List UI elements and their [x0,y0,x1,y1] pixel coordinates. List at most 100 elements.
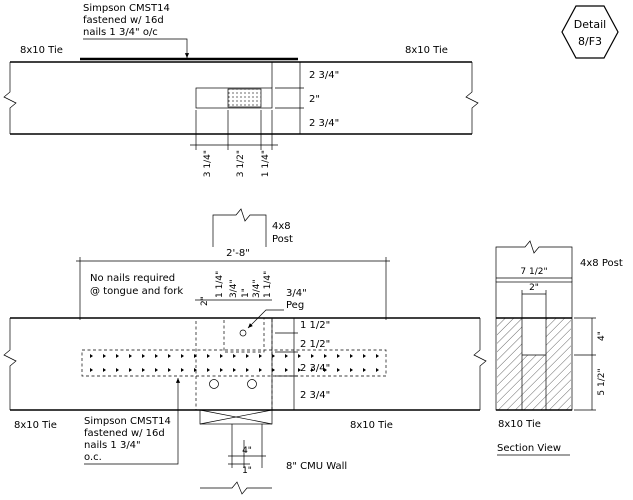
plan-post-break [212,208,267,247]
plan-wall-label: 8" CMU Wall [286,461,347,472]
strap-nail-mark [194,368,197,372]
plan-post-label-l2: Post [272,234,293,245]
strap-nail-mark [324,368,327,372]
top-strap-note-l1: Simpson CMST14 [83,3,170,14]
plan-no-nails-l1: No nails required [90,273,175,284]
strap-nail-mark [116,354,119,358]
plan-right-dim-4: 2 3/4" [300,390,330,401]
top-break-right [465,62,479,134]
plan-no-nails-l2: @ tongue and fork [90,286,183,297]
top-dim-v1: 2 3/4" [309,70,339,81]
top-dim-h2: 3 1/2" [236,150,246,177]
strap-nail-mark [168,368,171,372]
plan-strap-nails [90,354,379,372]
top-peg [227,88,262,108]
plan-strap-note-l4: o.c. [84,452,102,463]
strap-nail-mark [285,368,288,372]
strap-nail-mark [142,354,145,358]
plan-peg-label-l2: Peg [286,300,304,311]
plan-cmu-block [199,409,273,425]
plan-tie-right-label: 8x10 Tie [350,420,393,431]
section-view: 4x8 Post 7 1/2" 2" 4" 5 1/2" 8x10 Tie Se… [495,240,623,456]
strap-nail-mark [181,354,184,358]
top-dim-v3: 2 3/4" [309,118,339,129]
plan-strap-leader [84,378,181,465]
plan-right-dim-3: 2 3/4" [300,363,330,374]
plan-overall-dim: 2'-8" [226,248,250,259]
section-hatch-right [546,318,571,410]
top-strap-note-l2: fastened w/ 16d [83,15,164,26]
plan-peg-right [247,379,257,389]
plan-top-dim-5: 3/4" [252,279,262,298]
top-dim-h1: 3 1/4" [203,150,213,177]
top-break-left [3,62,17,134]
top-dim-v2: 2" [309,94,320,105]
strap-nail-mark [207,368,210,372]
strap-nail-mark [350,354,353,358]
strap-nail-mark [298,354,301,358]
strap-nail-mark [220,368,223,372]
strap-nail-mark [220,354,223,358]
strap-nail-mark [337,354,340,358]
section-hatch-left [497,318,522,410]
plan-view: 4x8 Post 2'-8" No nails required @ tongu… [3,208,487,495]
plan-strap-note-l1: Simpson CMST14 [84,416,171,427]
strap-nail-mark [129,354,132,358]
plan-peg-small [239,329,247,337]
strap-nail-mark [233,354,236,358]
strap-nail-mark [272,368,275,372]
strap-nail-mark [103,354,106,358]
plan-break-right [473,318,487,410]
plan-bottom-dim-2: 1" [242,466,252,476]
top-tie-left-label: 8x10 Tie [20,45,63,56]
strap-nail-mark [155,368,158,372]
strap-nail-mark [259,368,262,372]
strap-nail-mark [376,354,379,358]
section-title: Section View [497,443,561,454]
plan-top-dim-1: 2" [200,296,210,306]
top-view: Simpson CMST14 fastened w/ 16d nails 1 3… [3,3,479,177]
plan-post-label-l1: 4x8 [272,221,291,232]
strap-nail-mark [90,368,93,372]
strap-nail-mark [363,368,366,372]
section-slot-dim: 2" [529,283,539,293]
strap-nail-mark [155,354,158,358]
top-slot [195,87,273,109]
strap-nail-mark [272,354,275,358]
detail-tag: Detail 8/F3 [561,5,619,59]
plan-peg-left [209,379,219,389]
strap-nail-mark [207,354,210,358]
strap-nail-mark [363,354,366,358]
section-post-break [495,240,573,282]
plan-top-dim-2: 1 1/4" [215,271,225,298]
section-height-dim-1: 4" [597,331,607,341]
strap-nail-mark [233,368,236,372]
strap-nail-mark [298,368,301,372]
strap-nail-mark [90,354,93,358]
strap-nail-mark [103,368,106,372]
strap-nail-mark [194,354,197,358]
top-dim-h3: 1 1/4" [261,150,271,177]
plan-peg-leader [247,309,284,329]
section-width-dim: 7 1/2" [520,267,547,277]
strap-nail-mark [324,354,327,358]
strap-nail-mark [168,354,171,358]
section-hatch-center [522,355,546,410]
strap-nail-mark [142,368,145,372]
top-strap-leader [83,38,190,58]
detail-tag-line1: Detail [574,18,606,31]
strap-nail-mark [285,354,288,358]
plan-strap-note-l3: nails 1 3/4" [84,440,141,451]
strap-nail-mark [311,368,314,372]
strap-nail-mark [116,368,119,372]
strap-nail-mark [246,354,249,358]
plan-strap-note-l2: fastened w/ 16d [84,428,165,439]
plan-break-left [3,318,17,410]
plan-right-dim-2: 2 1/2" [300,339,330,350]
strap-nail-mark [259,354,262,358]
strap-nail-mark [129,368,132,372]
plan-top-dim-4: 1" [241,288,251,298]
detail-tag-line2: 8/F3 [578,35,602,48]
top-tie-right-label: 8x10 Tie [405,45,448,56]
